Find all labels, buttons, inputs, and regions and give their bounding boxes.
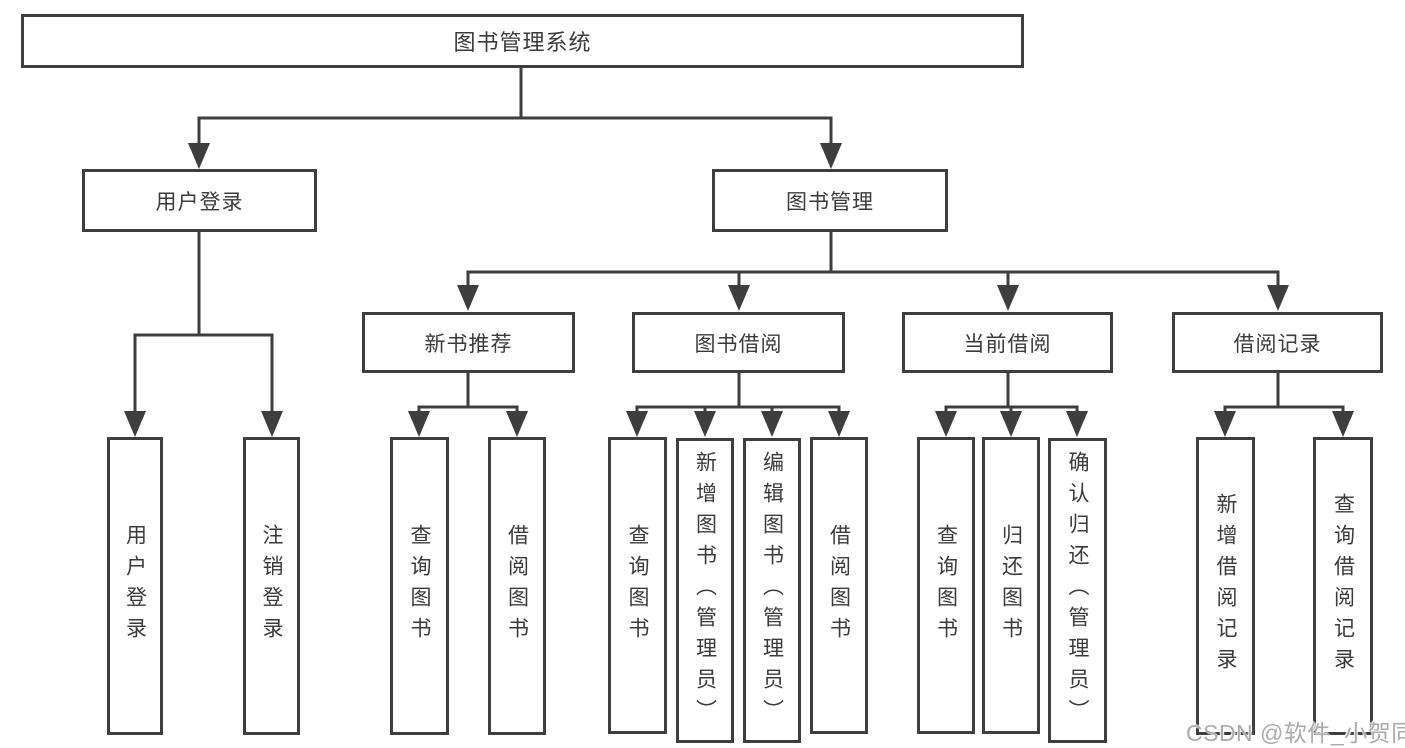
- node-label: 查询图书: [934, 523, 958, 648]
- leaf-current-confirm-return-admin: 确认归还（管理员）: [1048, 438, 1107, 743]
- node-label: 借阅记录: [1233, 332, 1322, 356]
- node-label: 新增借阅记录: [1214, 493, 1237, 679]
- node-label: 新书推荐: [424, 332, 513, 356]
- node-label: 确认归还（管理员）: [1066, 451, 1089, 730]
- node-book-management: 图书管理: [712, 169, 948, 232]
- node-label: 查询借阅记录: [1331, 493, 1355, 679]
- node-label: 图书管理系统: [453, 30, 592, 55]
- node-label: 图书管理: [786, 190, 874, 214]
- node-label: 查询图书: [408, 524, 431, 648]
- node-borrowing-records: 借阅记录: [1172, 312, 1383, 373]
- node-current-borrowing: 当前借阅: [902, 312, 1113, 373]
- node-new-book-recommend: 新书推荐: [362, 312, 575, 373]
- node-label: 查询图书: [626, 523, 649, 648]
- node-label: 借阅图书: [505, 524, 529, 648]
- node-book-borrowing: 图书借阅: [632, 312, 845, 373]
- leaf-records-query-record: 查询借阅记录: [1313, 437, 1373, 735]
- leaf-recommend-borrow-books: 借阅图书: [488, 437, 546, 735]
- node-label: 当前借阅: [963, 332, 1052, 356]
- node-label: 编辑图书（管理员）: [760, 451, 784, 730]
- leaf-borrowing-query-books: 查询图书: [608, 437, 667, 734]
- leaf-current-return-books: 归还图书: [982, 437, 1040, 734]
- leaf-recommend-query-books: 查询图书: [390, 437, 449, 735]
- node-label: 用户登录: [123, 524, 147, 648]
- node-label: 用户登录: [155, 190, 244, 214]
- leaf-borrowing-borrow-books: 借阅图书: [810, 437, 868, 734]
- leaf-borrowing-add-books-admin: 新增图书（管理员）: [676, 438, 734, 743]
- node-label: 借阅图书: [827, 523, 851, 648]
- node-root-system: 图书管理系统: [21, 14, 1024, 68]
- leaf-logout: 注销登录: [243, 437, 300, 735]
- arrowheads: [124, 143, 1354, 437]
- leaf-records-add-record: 新增借阅记录: [1196, 437, 1255, 735]
- node-label: 图书借阅: [694, 332, 783, 356]
- node-label: 归还图书: [999, 523, 1023, 648]
- node-label: 注销登录: [260, 524, 283, 648]
- leaf-current-query-books: 查询图书: [917, 437, 975, 734]
- leaf-borrowing-edit-books-admin: 编辑图书（管理员）: [743, 438, 801, 743]
- node-user-login: 用户登录: [82, 169, 317, 232]
- leaf-user-login: 用户登录: [107, 437, 163, 735]
- csdn-watermark: CSDN @软件_小贺同学: [1186, 720, 1405, 746]
- node-label: 新增图书（管理员）: [693, 451, 717, 730]
